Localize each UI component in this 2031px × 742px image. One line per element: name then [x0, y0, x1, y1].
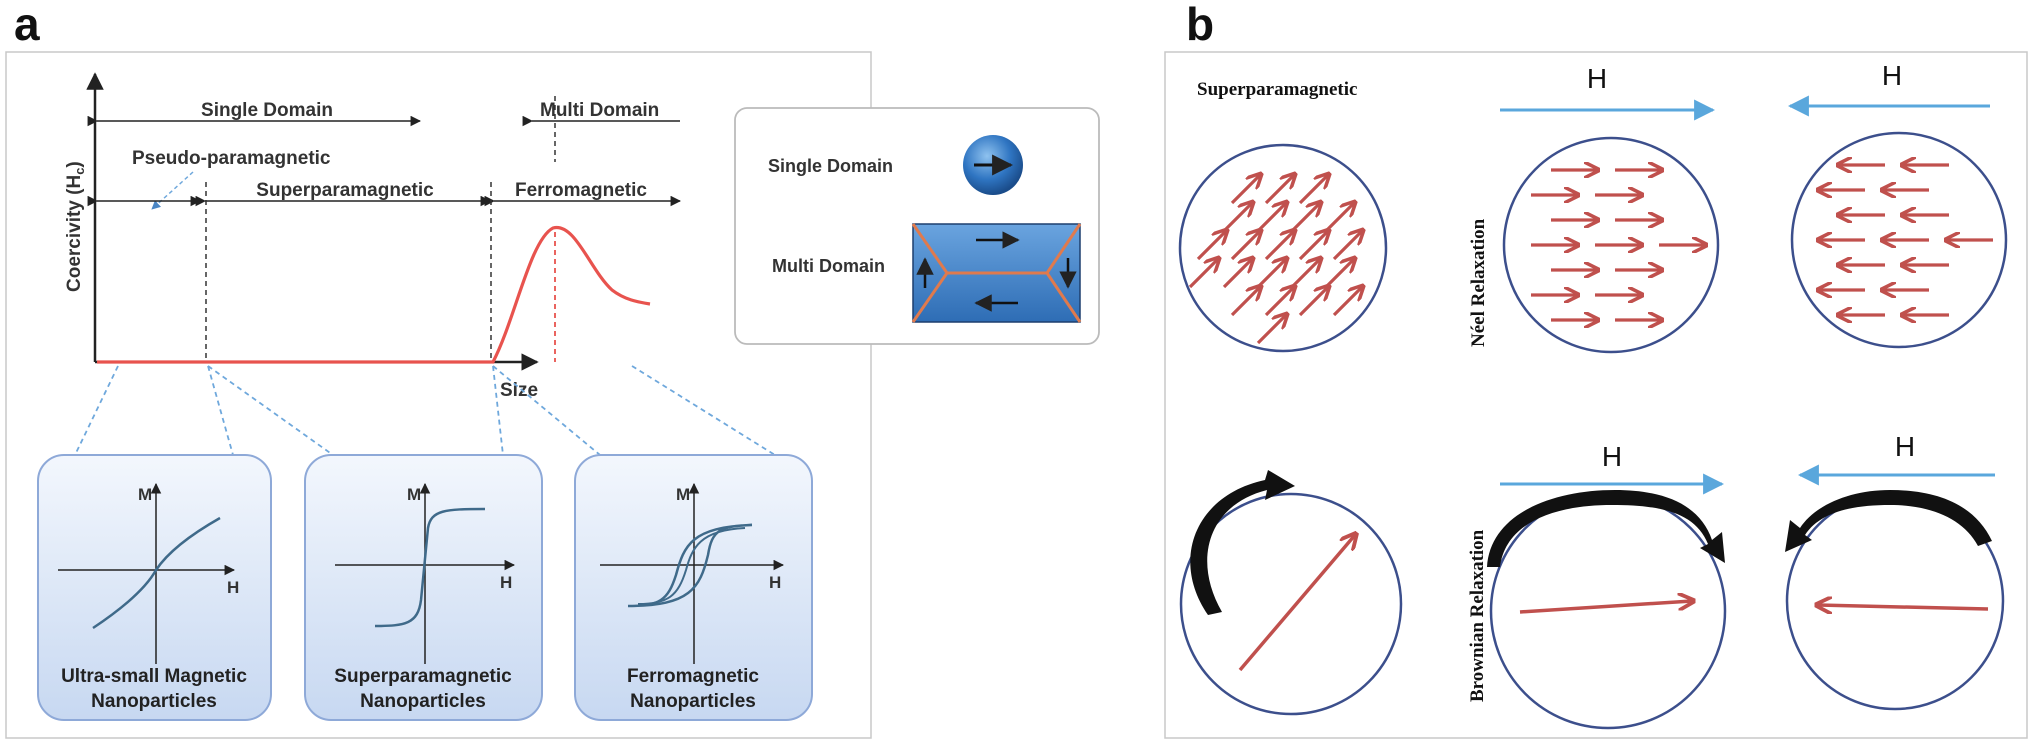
- superparamagnetic-moments: [1188, 175, 1362, 345]
- box2-caption-1: Superparamagnetic: [334, 666, 512, 687]
- moment-arrow: [1264, 287, 1294, 317]
- moment-arrow: [1230, 287, 1260, 317]
- box-superparamagnetic: M H Superparamagnetic Nanoparticles: [304, 454, 543, 721]
- moment-arrow: [1298, 287, 1328, 317]
- moment-arrow: [1332, 231, 1362, 261]
- superparamagnetic-label: Superparamagnetic: [256, 180, 434, 201]
- box1-m-label: M: [138, 485, 152, 504]
- panel-b-label: b: [1186, 0, 1214, 50]
- box1-h-label: H: [227, 578, 239, 597]
- x-axis-label: Size: [500, 380, 538, 401]
- box3-caption-2: Nanoparticles: [630, 691, 756, 712]
- superparamagnetic-circle: [1178, 143, 1388, 353]
- domain-walls: [911, 223, 1082, 323]
- rotation-arrow-1: [1487, 490, 1725, 567]
- moment-arrow: [1230, 175, 1260, 205]
- moment-arrow: [1298, 231, 1328, 261]
- box3-caption-1: Ferromagnetic: [627, 666, 759, 687]
- moment-arrow: [1222, 259, 1252, 289]
- box1-curve: [92, 516, 221, 630]
- box1-caption-2: Nanoparticles: [91, 691, 217, 712]
- moment-arrow: [1188, 259, 1218, 289]
- box3-loop-inner: [637, 527, 746, 605]
- box2-curve: [374, 507, 486, 628]
- moment-arrow: [1230, 231, 1260, 261]
- ferromagnetic-label: Ferromagnetic: [515, 180, 647, 201]
- brownian-moment-2: [1818, 605, 1989, 609]
- box2-caption-2: Nanoparticles: [360, 691, 486, 712]
- guide-lines: [74, 365, 776, 456]
- rotation-arrow-2: [1785, 490, 1992, 552]
- box-ferromagnetic: M H Ferromagnetic Nanoparticles: [574, 454, 813, 721]
- moment-arrow: [1298, 175, 1328, 205]
- box1-caption-1: Ultra-small Magnetic: [61, 666, 247, 687]
- brownian-moment-1: [1519, 601, 1692, 614]
- neel-moments-left: [1819, 165, 1993, 315]
- rotation-arrow-0: [1190, 470, 1295, 615]
- field-label-2: H: [1882, 60, 1902, 91]
- field-label-4: H: [1895, 431, 1915, 462]
- superparamagnetic-title: Superparamagnetic: [1197, 79, 1357, 100]
- legend-single-label: Single Domain: [768, 156, 893, 176]
- box2-m-label: M: [407, 485, 421, 504]
- y-axis-label: Coercivity (Hc): [64, 161, 87, 292]
- single-domain-label: Single Domain: [201, 100, 333, 121]
- moment-arrow: [1264, 231, 1294, 261]
- multi-domain-label: Multi Domain: [540, 100, 659, 121]
- neel-moments-right: [1531, 170, 1705, 320]
- field-label-3: H: [1602, 441, 1622, 472]
- pseudo-paramagnetic-label: Pseudo-paramagnetic: [132, 148, 331, 169]
- field-label-1: H: [1587, 63, 1607, 94]
- box3-loop-outer: [627, 523, 753, 608]
- moment-arrow: [1264, 175, 1294, 205]
- neel-label: Néel Relaxation: [1468, 218, 1489, 347]
- box3-m-label: M: [676, 485, 690, 504]
- box-ultra-small: M H Ultra-small Magnetic Nanoparticles: [37, 454, 272, 721]
- brownian-label: Brownian Relaxation: [1467, 529, 1488, 702]
- panel-a-label: a: [14, 0, 40, 50]
- brownian-moment-0: [1238, 535, 1355, 672]
- pseudo-pointer: [151, 171, 194, 210]
- coercivity-curve: [97, 226, 651, 364]
- moment-arrow: [1256, 315, 1286, 345]
- box2-h-label: H: [500, 573, 512, 592]
- moment-arrow: [1196, 231, 1226, 261]
- legend-multi-label: Multi Domain: [772, 256, 885, 276]
- moment-arrow: [1332, 287, 1362, 317]
- box3-h-label: H: [769, 573, 781, 592]
